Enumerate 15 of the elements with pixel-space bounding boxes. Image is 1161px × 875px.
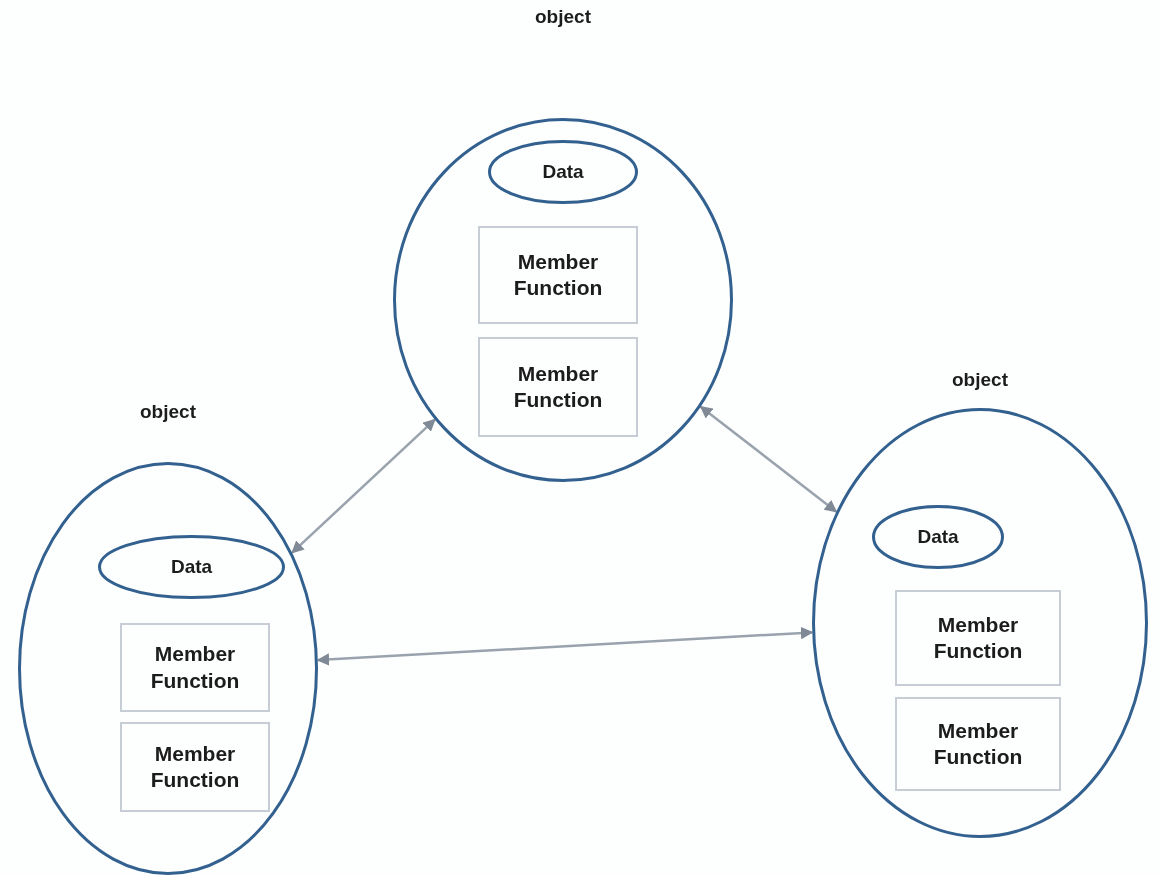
double-arrow <box>699 405 838 513</box>
object-heading: object <box>952 369 1008 390</box>
object-heading: object <box>140 401 196 422</box>
data-label: Data <box>542 160 584 184</box>
member-function-box: Member Function <box>478 337 638 437</box>
data-label: Data <box>170 555 213 579</box>
member-function-box: Member Function <box>120 722 270 812</box>
member-function-box: Member Function <box>895 697 1061 791</box>
data-label: Data <box>917 525 959 549</box>
member-function-box: Member Function <box>478 226 638 324</box>
member-function-box: Member Function <box>120 623 270 712</box>
object-heading: object <box>535 6 591 27</box>
double-arrow <box>291 418 436 554</box>
double-arrow <box>316 626 814 666</box>
member-function-box: Member Function <box>895 590 1061 686</box>
